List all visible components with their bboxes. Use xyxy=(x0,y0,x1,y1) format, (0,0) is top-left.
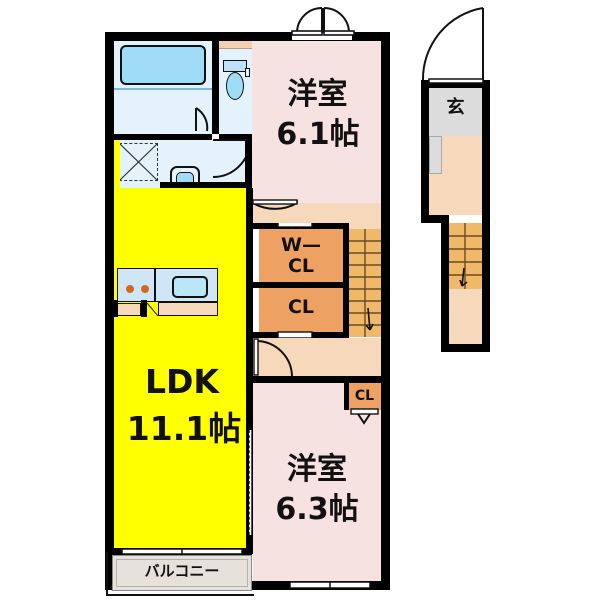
kitchen-stove-divider xyxy=(154,268,156,302)
gas-stove-burner-left xyxy=(126,285,134,293)
bedroom-top-name: 洋室 xyxy=(287,77,348,112)
bedroom-bottom-left-window xyxy=(249,430,252,535)
closet-lower xyxy=(259,288,343,332)
wall-under-toilet xyxy=(219,134,252,140)
balcony-label: バルコニー xyxy=(144,562,220,580)
balcony xyxy=(112,555,252,591)
entrance-label: 玄 xyxy=(446,97,465,118)
closet-bedroom-bottom-label: CL xyxy=(354,388,375,404)
walk-in-closet-label-line2: CL xyxy=(287,255,315,277)
walk-in-closet-label-line1: W— xyxy=(281,234,321,256)
bathtub xyxy=(120,45,206,85)
toilet-bowl xyxy=(226,72,244,100)
wall-closet-bottom-bedroom-left xyxy=(344,383,349,410)
closet-bedroom-bottom xyxy=(348,383,381,410)
wall-under-washroom xyxy=(160,182,252,189)
wall-hallway-bottom xyxy=(253,376,381,383)
kitchen-sink xyxy=(172,276,208,298)
exterior-block-wall-step xyxy=(421,215,449,223)
closet-lower-label: CL xyxy=(287,296,315,318)
room-ldk xyxy=(114,188,252,554)
wall-washroom-right xyxy=(245,140,252,188)
toilet-lever xyxy=(245,68,250,77)
outer-wall-right xyxy=(381,32,390,590)
bedroom-bottom-area: 6.3帖 xyxy=(275,492,359,527)
room-bedroom-top xyxy=(252,41,381,203)
exterior-block-wall-left-upper xyxy=(421,80,429,222)
kitchen-wall-stub2 xyxy=(114,300,118,317)
entrance-shoe-box xyxy=(429,136,442,174)
entrance-landing xyxy=(442,136,482,215)
ldk-area: 11.1帖 xyxy=(126,409,242,448)
bathroom-wall-divider xyxy=(114,88,212,90)
exterior-block-wall-right xyxy=(482,80,490,352)
wall-under-bath xyxy=(114,134,212,140)
kitchen-base-cabinet xyxy=(158,302,218,316)
gas-stove-burner-right xyxy=(141,285,149,293)
window-bedroom-top-opening xyxy=(292,33,352,40)
walk-in-closet xyxy=(259,229,343,282)
room-ldk-upper-left xyxy=(114,140,120,188)
toilet-window xyxy=(219,41,252,49)
balcony-inner-edge xyxy=(116,559,248,587)
wall-between-closets xyxy=(253,282,349,288)
wall-closet-right xyxy=(343,223,349,338)
wall-bath-toilet xyxy=(212,41,219,134)
toilet-tank xyxy=(223,60,247,72)
exterior-block-wall-left-lower xyxy=(441,215,449,352)
balcony-outer-frame-left xyxy=(106,552,108,596)
exterior-corridor-lower xyxy=(449,289,482,344)
exterior-block-wall-top xyxy=(421,80,490,88)
balcony-outer-frame-bottom xyxy=(106,594,254,596)
entrance-tile xyxy=(429,88,482,136)
bedroom-bottom-name: 洋室 xyxy=(287,452,347,487)
kitchen-wall-stub xyxy=(141,300,147,317)
hallway xyxy=(253,338,381,376)
outer-wall-top xyxy=(105,32,390,41)
wall-ldk-right xyxy=(246,188,253,554)
ldk-name: LDK xyxy=(145,362,219,401)
entrance-landing-left xyxy=(429,174,442,215)
exterior-block-wall-bottom xyxy=(441,344,490,352)
outer-wall-left xyxy=(105,32,114,590)
bedroom-top-area: 6.1帖 xyxy=(276,117,360,152)
